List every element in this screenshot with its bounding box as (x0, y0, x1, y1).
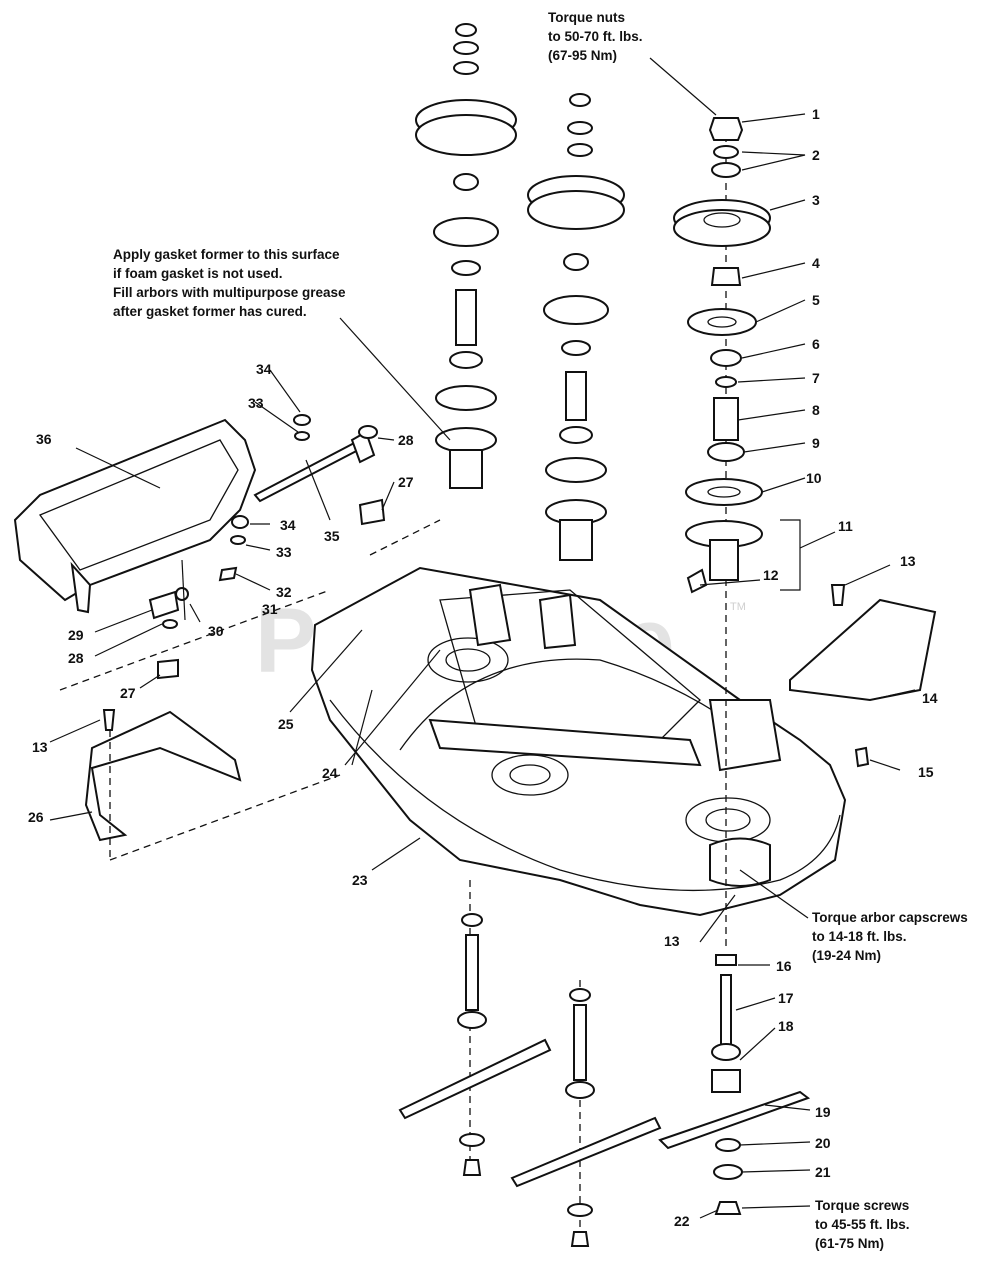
callout-7: 7 (812, 370, 820, 386)
leader-lines (49, 57, 916, 1219)
callout-17: 17 (778, 990, 794, 1006)
mower-deck (310, 566, 847, 917)
note-torque-screws: Torque screws to 45-55 ft. lbs. (61-75 N… (815, 1198, 910, 1251)
callout-27-lower: 27 (120, 685, 136, 701)
callout-2: 2 (812, 147, 820, 163)
callout-11: 11 (838, 518, 853, 534)
callout-33-lower: 33 (276, 544, 292, 560)
callout-20: 20 (815, 1135, 831, 1151)
callout-18: 18 (778, 1018, 794, 1034)
note-torque-nuts: Torque nuts to 50-70 ft. lbs. (67-95 Nm) (548, 10, 643, 63)
callout-32: 32 (276, 584, 292, 600)
callout-19: 19 (815, 1104, 831, 1120)
spindle-assembly-center (398, 23, 662, 1247)
callout-34-lower: 34 (280, 517, 296, 533)
callout-10: 10 (806, 470, 822, 486)
callout-35: 35 (324, 528, 340, 544)
callout-28-upper: 28 (398, 432, 414, 448)
callout-31: 31 (262, 601, 278, 617)
callout-3: 3 (812, 192, 820, 208)
callout-1: 1 (812, 106, 820, 122)
callout-4: 4 (812, 255, 820, 271)
callout-29: 29 (68, 627, 84, 643)
watermark-trademark: TM (730, 601, 746, 613)
callout-36: 36 (36, 431, 52, 447)
callout-13-deck: 13 (664, 933, 680, 949)
callout-12: 12 (763, 567, 779, 583)
blade-shield (789, 584, 937, 768)
callout-26: 26 (28, 809, 44, 825)
callout-16: 16 (776, 958, 792, 974)
callout-24: 24 (322, 765, 338, 781)
callout-21: 21 (815, 1164, 831, 1180)
callout-30: 30 (208, 623, 224, 639)
callout-6: 6 (812, 336, 820, 352)
callout-15: 15 (918, 764, 934, 780)
callout-27-upper: 27 (398, 474, 414, 490)
callout-23: 23 (352, 872, 368, 888)
callout-14: 14 (922, 690, 938, 706)
callout-numbers: 1 2 3 4 5 6 7 8 9 10 11 12 13 14 15 16 1… (28, 106, 938, 1229)
callout-25: 25 (278, 716, 294, 732)
callout-28-lower: 28 (68, 650, 84, 666)
callout-13-left: 13 (32, 739, 48, 755)
callout-34-upper: 34 (256, 361, 272, 377)
note-torque-arbor: Torque arbor capscrews to 14-18 ft. lbs.… (812, 910, 968, 963)
callout-8: 8 (812, 402, 820, 418)
callout-22: 22 (674, 1213, 690, 1229)
callout-33-upper: 33 (248, 395, 264, 411)
chute-assembly (13, 414, 441, 861)
note-gasket: Apply gasket former to this surface if f… (113, 247, 346, 319)
callout-5: 5 (812, 292, 820, 308)
callout-9: 9 (812, 435, 820, 451)
callout-13-shield: 13 (900, 553, 916, 569)
